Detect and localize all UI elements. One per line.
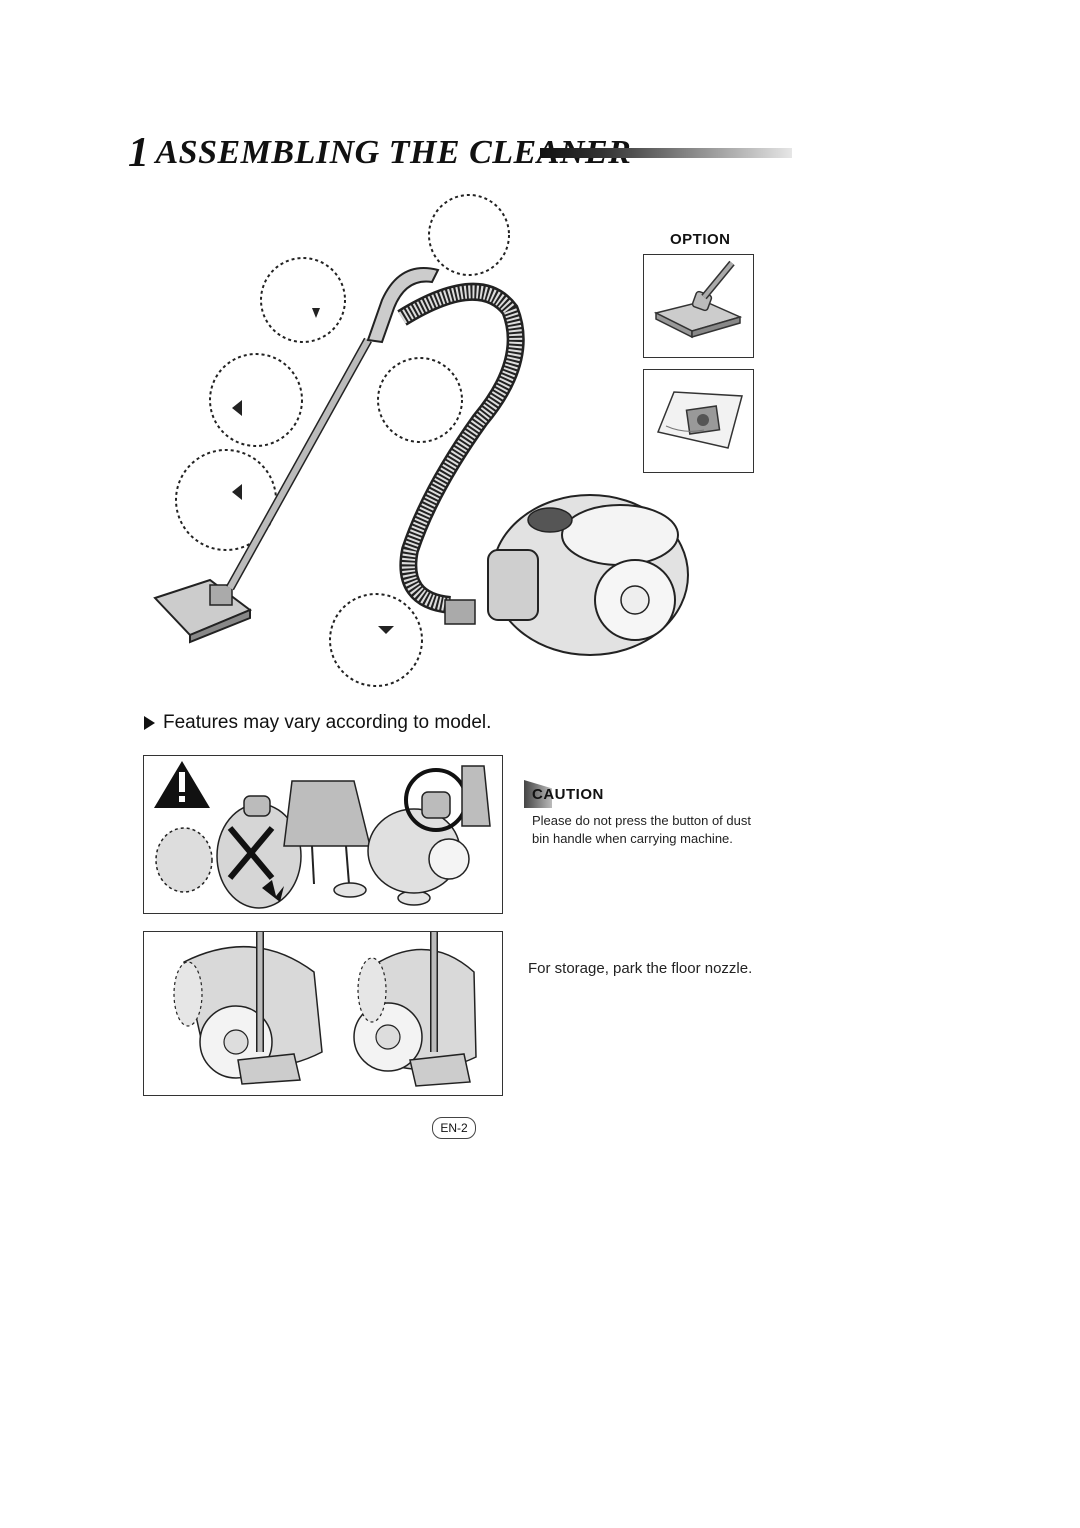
option-label: OPTION bbox=[670, 231, 731, 248]
storage-illustration-box bbox=[143, 931, 503, 1096]
prohibited-x-icon bbox=[227, 826, 275, 880]
option-box-turbo-brush bbox=[643, 254, 754, 358]
detail-circle-accessory bbox=[377, 357, 463, 443]
detail-circle-pipe-handle bbox=[260, 257, 346, 343]
features-note-text: Features may vary according to model. bbox=[163, 712, 492, 733]
page-number: EN-2 bbox=[432, 1117, 476, 1139]
features-note: Features may vary according to model. bbox=[144, 712, 491, 734]
section-number: 1 bbox=[128, 130, 150, 176]
dust-bag-illustration bbox=[656, 391, 743, 449]
detail-circle-hose-handle bbox=[428, 194, 510, 276]
caution-illustration-box bbox=[143, 755, 503, 914]
caution-title: CAUTION bbox=[532, 785, 604, 803]
carrying-illustration bbox=[154, 761, 491, 909]
turbo-brush-illustration bbox=[653, 260, 743, 339]
detail-circle-hose-inlet bbox=[329, 593, 423, 687]
warning-triangle-icon bbox=[154, 761, 210, 808]
assembly-illustration bbox=[153, 194, 689, 687]
storage-illustration bbox=[173, 932, 477, 1087]
option-box-dust-bag bbox=[643, 369, 754, 473]
caution-heading: CAUTION bbox=[524, 780, 604, 808]
arrow-icon bbox=[144, 716, 155, 730]
heading-gradient-bar bbox=[540, 148, 792, 158]
detail-circle-telescopic-pipe bbox=[209, 353, 303, 447]
caution-body: Please do not press the button of dust b… bbox=[532, 813, 751, 846]
storage-note: For storage, park the floor nozzle. bbox=[528, 960, 753, 977]
